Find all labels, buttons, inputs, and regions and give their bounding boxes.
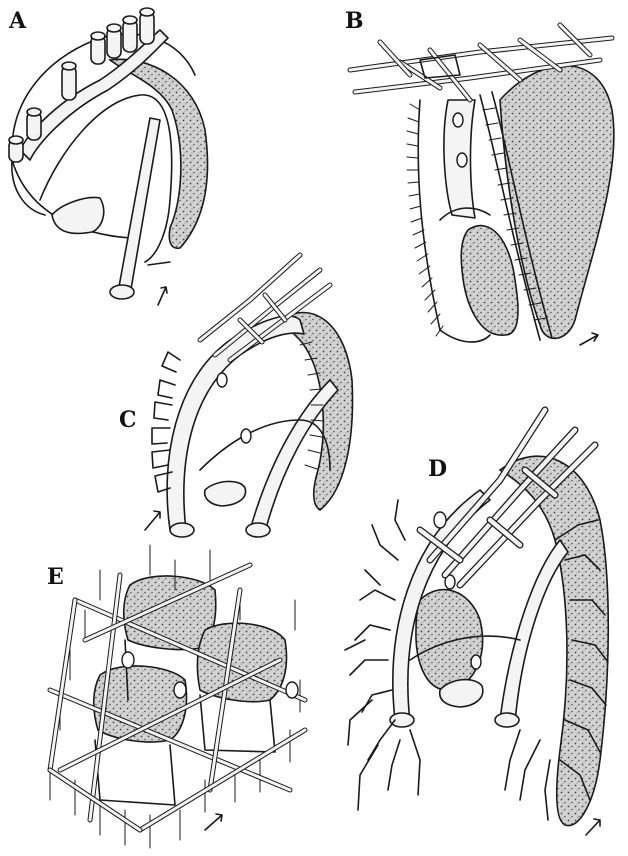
panel-a-stippled-region: [110, 59, 208, 248]
orientation-arrow-icon: [158, 287, 167, 305]
orientation-arrow-icon: [145, 511, 160, 530]
panel-d-inner-lobe: [416, 590, 483, 690]
panel-b-drawing: [350, 25, 614, 345]
orientation-arrow-icon: [586, 819, 600, 835]
panel-c-drawing: [145, 255, 353, 537]
panel-d-drawing: [345, 410, 608, 835]
panel-a-drawing: [9, 8, 208, 305]
panel-label-b: B: [345, 10, 364, 32]
panel-label-e: E: [47, 566, 64, 588]
panel-b-small-lobe: [461, 226, 518, 336]
orientation-arrow-icon: [580, 333, 598, 345]
panel-label-d: D: [428, 458, 447, 480]
panel-label-c: C: [119, 409, 137, 431]
panel-label-a: A: [9, 10, 26, 32]
orientation-arrow-icon: [205, 814, 222, 830]
panel-e-drawing: [50, 545, 305, 848]
